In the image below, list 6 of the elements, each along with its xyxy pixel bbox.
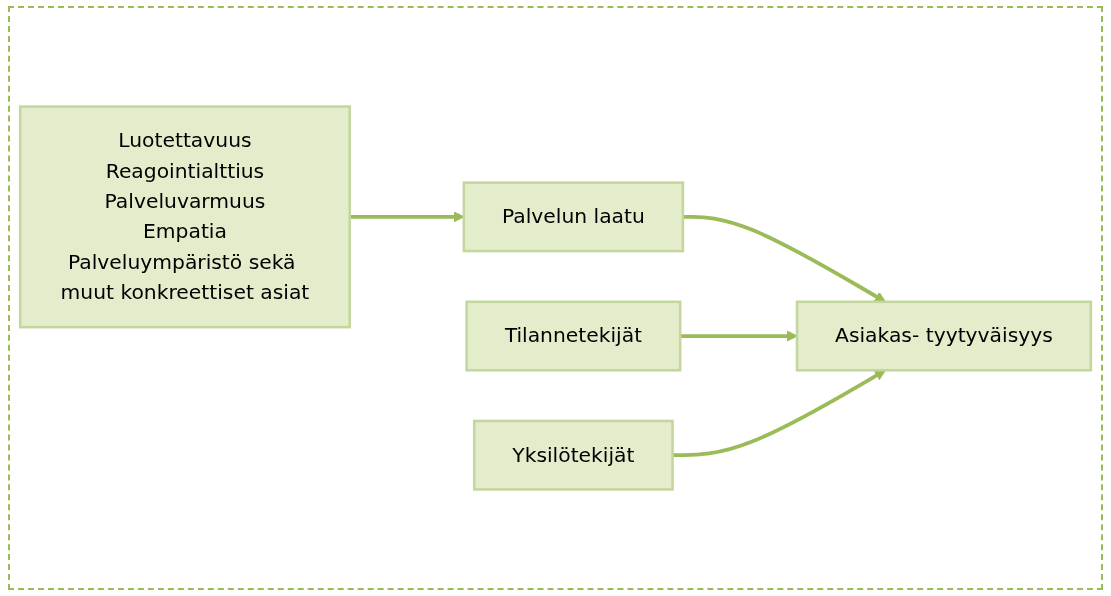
node-box: Yksilötekijät — [472, 419, 674, 491]
node-box: Asiakas- tyytyväisyys — [795, 300, 1093, 372]
node-box: Tilannetekijät — [465, 300, 682, 372]
arrow — [680, 330, 798, 342]
node-box: Luotettavuus Reagointialttius Palveluvarmuus Empatia Palveluympäristö sekä muut konkreettiset asiat — [18, 105, 352, 329]
node-box: Palvelun laatu — [462, 181, 685, 253]
